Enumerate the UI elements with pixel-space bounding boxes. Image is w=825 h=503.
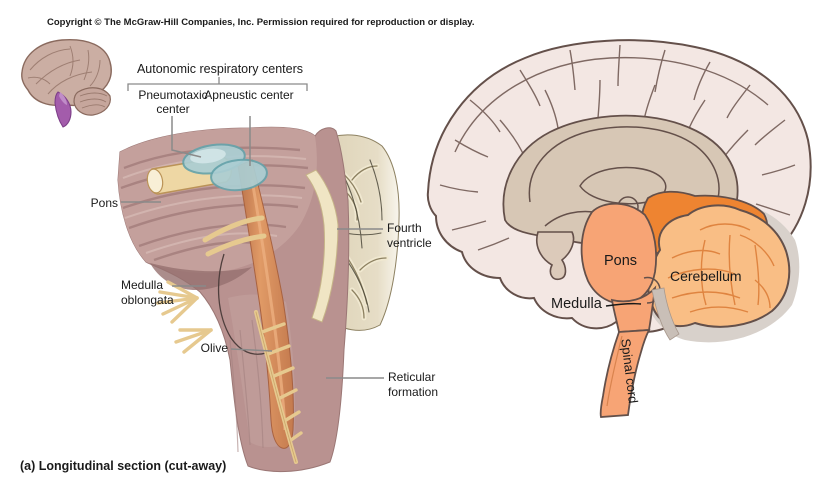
- fourth-ventricle-band: [305, 169, 339, 323]
- label-medulla-oblongata: Medulla oblongata: [121, 278, 174, 307]
- sagittal-brain-figure: [426, 39, 812, 418]
- pituitary-stalk: [536, 231, 575, 281]
- respiratory-centers: [182, 143, 268, 192]
- medulla-sagittal: [610, 285, 657, 333]
- inset-cerebellum-lines: [79, 92, 108, 109]
- label-reticular-formation: Reticular formation: [388, 370, 439, 399]
- apneustic-center-shape: [210, 158, 268, 192]
- right-figure-leader-lines: [605, 302, 642, 307]
- label-apneustic-center: Apneustic center: [204, 88, 294, 102]
- upper-nerve-arcs: [202, 215, 267, 257]
- nerve-stub-cut-face: [146, 168, 164, 194]
- cerebellum-folia: [667, 223, 775, 313]
- medulla-striations: [229, 319, 264, 453]
- inset-midbrain: [59, 92, 67, 105]
- label-pons: Pons: [90, 196, 118, 210]
- pons-under-shadow: [150, 263, 252, 291]
- brainstem-cutaway-figure: [117, 77, 400, 473]
- figure-caption: (a) Longitudinal section (cut-away): [20, 459, 227, 473]
- olive-outline: [217, 253, 267, 355]
- label-pneumotaxic-center: Pneumotaxic center: [138, 88, 208, 116]
- left-rootlet-fans: [156, 280, 213, 354]
- label-autonomic-respiratory-centers: Autonomic respiratory centers: [136, 62, 304, 76]
- center-highlight: [190, 148, 226, 164]
- label-medulla-sagittal: Medulla: [551, 296, 602, 312]
- inset-brainstem-highlight: [54, 91, 72, 128]
- label-cerebellum: Cerebellum: [670, 268, 742, 284]
- spinal-cord-sagittal: [599, 328, 651, 418]
- cerebrum-sulci: [439, 44, 796, 296]
- label-pons-sagittal: Pons: [604, 253, 638, 269]
- pons-sagittal: [580, 202, 658, 305]
- label-fourth-ventricle: Fourth ventricle: [387, 221, 432, 250]
- brain-inset-thumbnail: [21, 39, 112, 128]
- spinal-cord-inner-line: [606, 335, 623, 407]
- cerebellum-orange: [647, 204, 791, 328]
- label-olive: Olive: [200, 341, 228, 355]
- rootlet-ladder: [254, 310, 303, 464]
- copyright-notice: Copyright © The McGraw-Hill Companies, I…: [47, 17, 475, 28]
- left-figure-leader-lines: [121, 77, 384, 379]
- cisternal-gray-wedge: [651, 287, 680, 341]
- inset-gyri-lines: [27, 45, 101, 95]
- arbor-vitae-branches: [321, 157, 389, 321]
